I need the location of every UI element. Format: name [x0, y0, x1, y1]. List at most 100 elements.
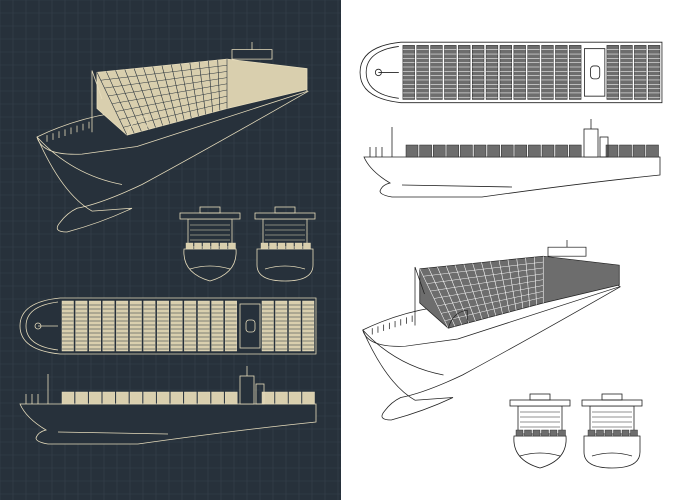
container-stack	[88, 391, 102, 405]
waterline	[57, 431, 169, 435]
bridge-wings	[179, 212, 241, 220]
container-stack	[605, 144, 619, 158]
container-bay	[541, 45, 554, 100]
container-stack	[143, 391, 156, 405]
side-view	[363, 119, 661, 198]
container-bay	[116, 300, 129, 352]
waterline	[189, 265, 231, 270]
container-stack	[170, 391, 184, 405]
container-tier-line	[430, 273, 544, 292]
container-bay	[527, 45, 540, 100]
container-stack	[288, 391, 302, 405]
bridge-deck	[584, 48, 606, 97]
container-stack	[102, 391, 116, 405]
container-tier-line	[426, 267, 544, 284]
container-bay	[606, 45, 619, 100]
container-bay	[430, 45, 443, 100]
container-stack	[555, 144, 568, 158]
bridge-house	[231, 49, 273, 60]
container-stack	[224, 391, 238, 405]
container-tier-line	[108, 77, 228, 97]
container-tier	[303, 242, 311, 250]
container-bay	[485, 45, 499, 100]
container-tier	[185, 242, 194, 250]
container-stack	[75, 391, 88, 405]
container-tier	[524, 429, 532, 437]
container-bay	[513, 45, 526, 100]
bridge-deck	[239, 303, 261, 349]
container-bay	[75, 300, 88, 352]
funnel	[245, 319, 256, 333]
waterline	[264, 265, 306, 270]
bridge-wings	[509, 399, 571, 407]
container-bay	[302, 300, 315, 352]
container-bay	[275, 300, 288, 352]
side-view	[19, 366, 317, 445]
container-stack	[211, 391, 224, 405]
wheelhouse	[529, 393, 551, 401]
funnel	[255, 383, 265, 405]
forward-crane	[91, 70, 103, 133]
arch-opening	[126, 115, 148, 136]
top-view	[19, 297, 317, 355]
superstructure	[262, 218, 308, 248]
container-bay	[102, 300, 115, 352]
superstructure	[589, 405, 635, 435]
container-stack	[116, 391, 129, 405]
container-stack	[184, 391, 197, 405]
container-stack	[432, 144, 446, 158]
container-stack	[632, 144, 646, 158]
container-block	[96, 58, 308, 136]
container-tier	[596, 429, 604, 437]
container-tier	[630, 429, 638, 437]
container-stack	[528, 144, 541, 158]
container-bay	[197, 300, 210, 352]
wheelhouse	[601, 393, 623, 401]
wheelhouse	[199, 206, 221, 214]
container-tier-line	[115, 89, 228, 112]
container-stack	[129, 391, 143, 405]
container-stack	[197, 391, 211, 405]
stern-view	[254, 206, 316, 282]
container-tier	[194, 242, 202, 250]
stern-view	[581, 393, 643, 469]
container-tier	[269, 242, 277, 250]
bow-flare	[36, 136, 123, 185]
container-tier	[549, 429, 558, 437]
superstructure	[517, 405, 563, 435]
container-stack	[460, 144, 473, 158]
container-stack	[500, 144, 514, 158]
container-bay	[143, 300, 156, 352]
container-tier	[532, 429, 541, 437]
container-stack	[568, 144, 582, 158]
container-stack	[514, 144, 528, 158]
container-bay	[170, 300, 183, 352]
container-stack	[261, 391, 275, 405]
bridge-tower	[583, 128, 599, 158]
container-tier-line	[437, 285, 544, 307]
funnel	[590, 65, 601, 80]
bow-winch	[374, 68, 382, 77]
hull-profile	[19, 403, 317, 445]
container-bay	[61, 300, 74, 352]
container-bay	[402, 45, 415, 100]
container-tier	[587, 429, 596, 437]
hull	[362, 280, 621, 421]
container-mass	[96, 58, 308, 136]
funnel	[599, 136, 609, 158]
container-tier	[260, 242, 269, 250]
container-tier-line	[423, 261, 544, 277]
hull-section	[513, 435, 567, 469]
container-tier-line	[444, 296, 544, 321]
container-bay	[647, 45, 661, 100]
container-bay	[129, 300, 142, 352]
container-tier	[219, 242, 228, 250]
container-bay	[261, 300, 274, 352]
container-tier	[277, 242, 286, 250]
deck-edge	[362, 286, 620, 347]
bridge-tower	[239, 375, 255, 405]
waterline	[591, 452, 633, 457]
container-stack	[405, 144, 419, 158]
container-stack	[473, 144, 487, 158]
